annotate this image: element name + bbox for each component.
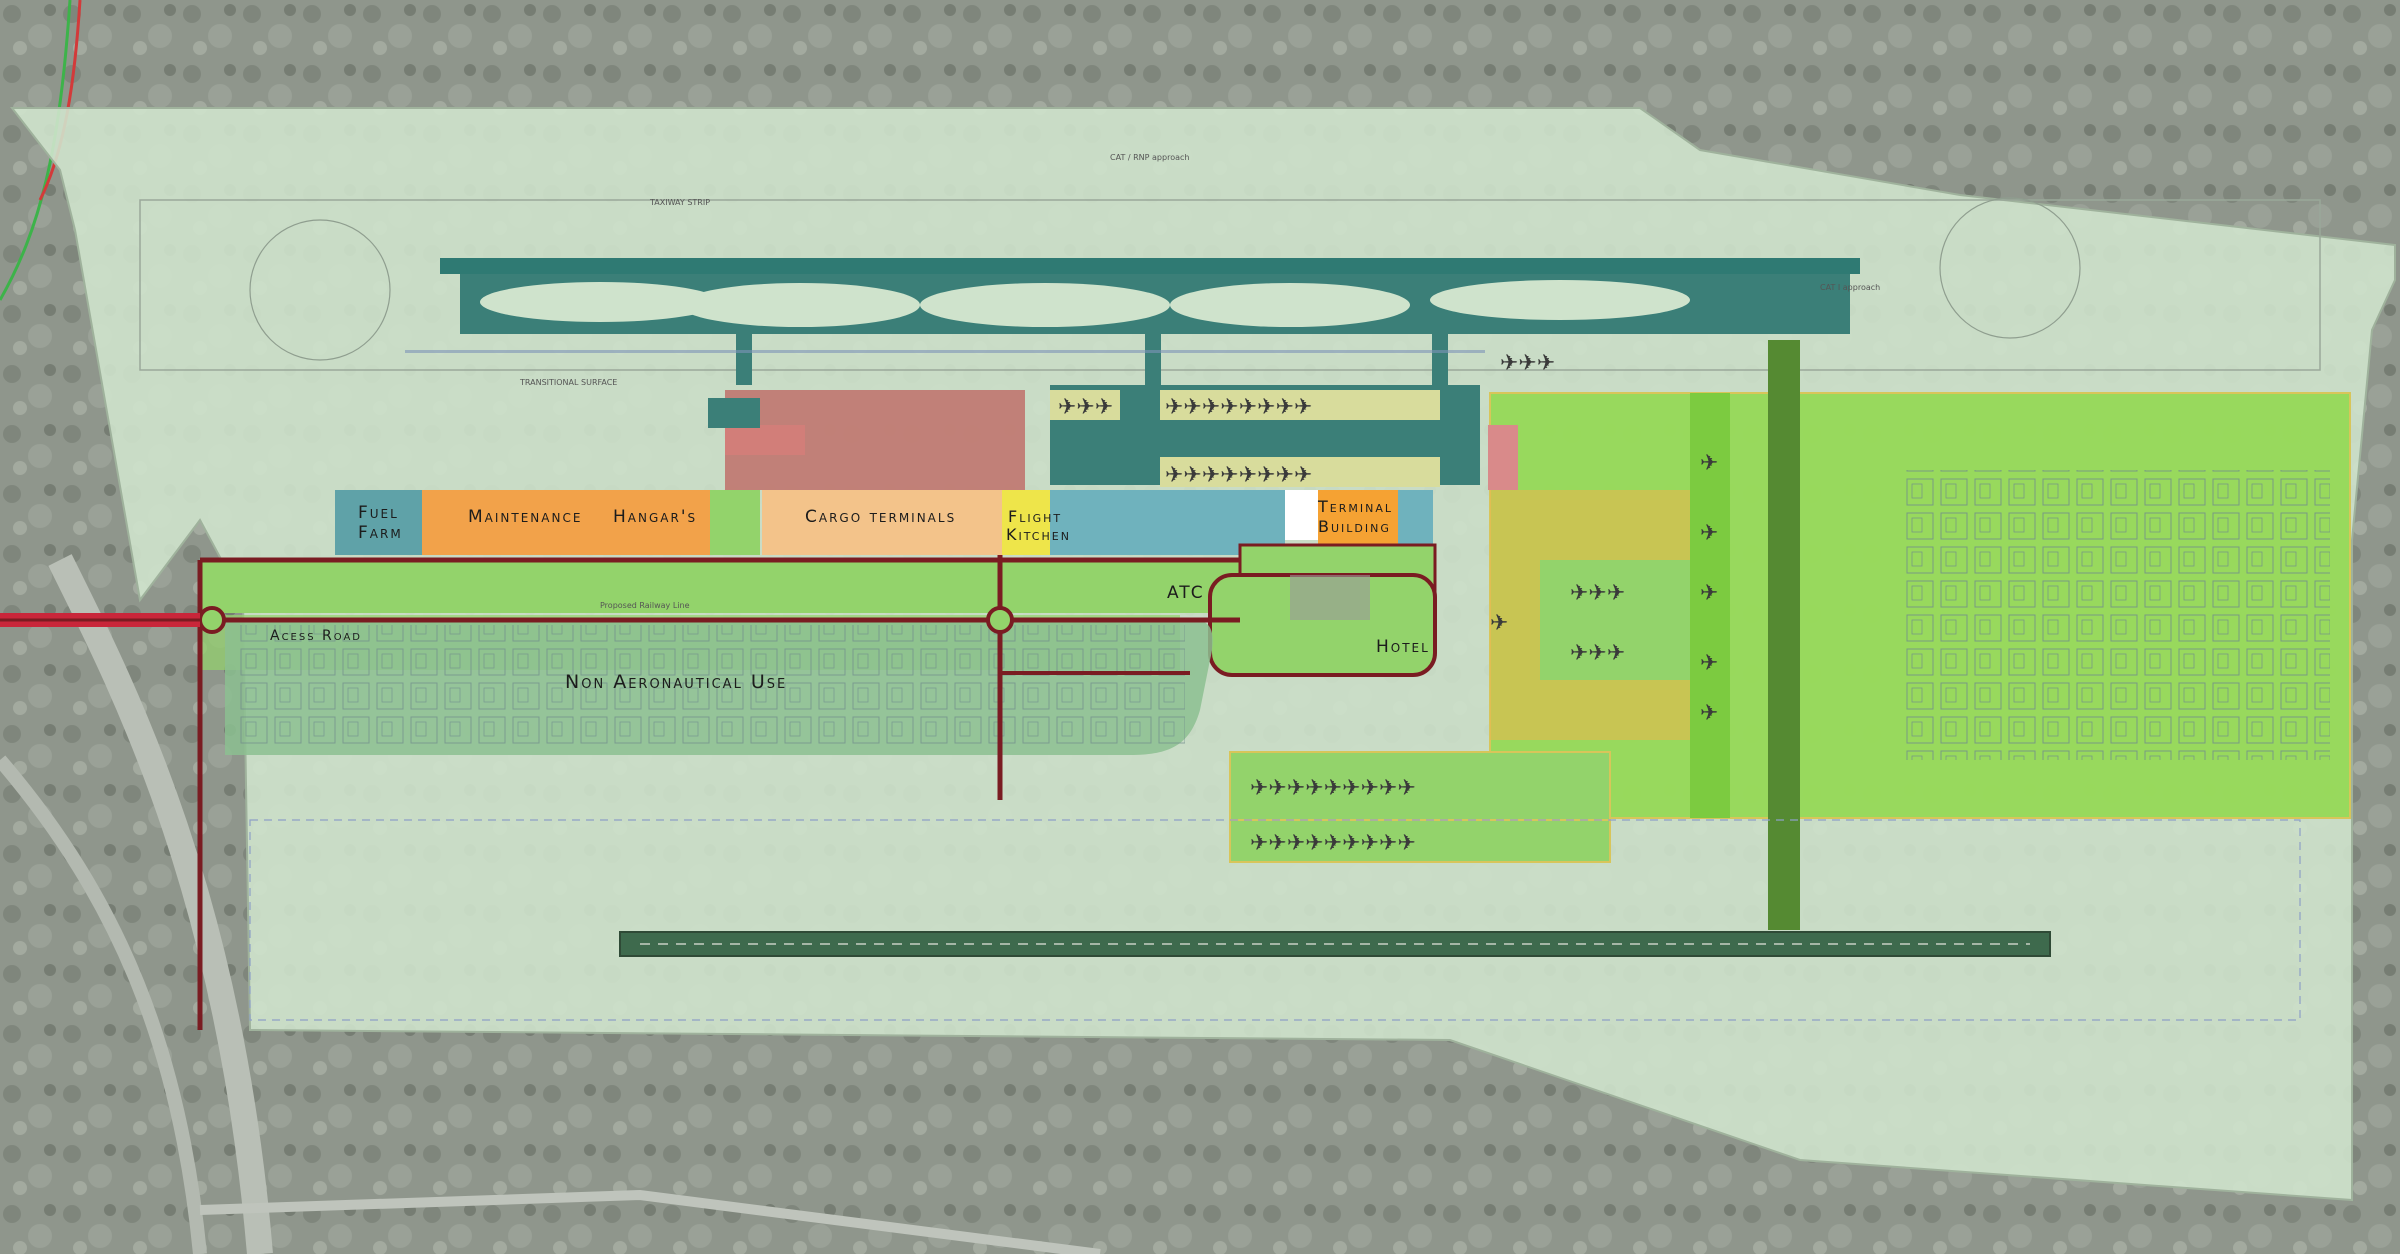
hangars-label: Hangar's <box>613 507 697 527</box>
flight-kitchen-zone <box>1002 490 1050 555</box>
svg-text:✈✈✈✈✈✈✈✈✈: ✈✈✈✈✈✈✈✈✈ <box>1250 776 1416 801</box>
svg-text:✈✈✈: ✈✈✈ <box>1570 581 1625 606</box>
terminal-label-1: Terminal <box>1317 497 1393 516</box>
taxi-island-1 <box>480 282 720 322</box>
hangars-zone <box>605 490 710 555</box>
west-apron-teal-square <box>708 398 760 428</box>
svg-text:✈✈✈: ✈✈✈ <box>1570 641 1625 666</box>
terminal-label-2: Building <box>1318 517 1391 536</box>
svg-text:CAT / RNP approach: CAT / RNP approach <box>1110 153 1189 162</box>
access-road-label: Acess Road <box>270 628 362 644</box>
apron-transitional-strip <box>405 350 1485 353</box>
landside-green-strip <box>200 558 1245 613</box>
taxi-island-3 <box>920 283 1170 327</box>
road-network <box>0 555 1240 1030</box>
west-apron-red-ext <box>725 425 805 455</box>
svg-text:Proposed Railway Line: Proposed Railway Line <box>600 601 690 610</box>
pier-stands-1 <box>1050 390 1120 420</box>
svg-text:✈: ✈ <box>1700 581 1718 606</box>
maintenance-label: Maintenance <box>468 507 582 527</box>
plan-annotations: TAXIWAY STRIP CAT / RNP approach TRANSIT… <box>519 153 1880 610</box>
taxi-island-2 <box>680 283 920 327</box>
non-aero-blocks <box>235 625 1185 750</box>
pier-stands-3 <box>1160 457 1440 487</box>
cross-taxiway-vertical <box>1768 340 1800 930</box>
taxiway-connector-3 <box>1432 330 1448 385</box>
turn-circle-west <box>249 219 391 361</box>
non-aeronautical-label: Non Aeronautical Use <box>565 671 787 693</box>
svg-text:TAXIWAY STRIP: TAXIWAY STRIP <box>649 198 710 207</box>
flight-kitchen-label-2: Kitchen <box>1006 525 1071 544</box>
maintenance-zone <box>422 490 605 555</box>
svg-text:✈✈✈✈✈✈✈✈: ✈✈✈✈✈✈✈✈ <box>1165 395 1312 420</box>
taxi-island-4 <box>1170 283 1410 327</box>
support-buildings-zone <box>1050 490 1170 555</box>
light-green-gap <box>710 490 760 555</box>
atc-label: ATC <box>1167 583 1205 603</box>
fuel-farm-label-2: Farm <box>358 523 403 543</box>
east-pier-band <box>1690 393 1730 818</box>
highway-green-line <box>0 0 72 301</box>
east-pier-zone-orange-2 <box>1540 560 1690 680</box>
fuel-farm-label-1: Fuel <box>358 503 399 523</box>
turn-circle-east <box>1939 197 2081 339</box>
north-runway <box>440 258 1860 274</box>
svg-text:CAT I approach: CAT I approach <box>1820 283 1880 292</box>
taxiway-connector-2 <box>1145 330 1161 385</box>
terminal-east-block <box>1398 490 1433 545</box>
terminal-white-block <box>1285 490 1320 540</box>
terminal-building-zone <box>1318 490 1398 545</box>
svg-text:✈: ✈ <box>1700 701 1718 726</box>
taxi-island-5 <box>1430 280 1690 320</box>
hotel-label: Hotel <box>1376 637 1430 657</box>
svg-text:✈: ✈ <box>1700 521 1718 546</box>
background-highway-2 <box>0 755 207 1254</box>
taxiway-connector-1 <box>736 330 752 385</box>
aircraft-stands: ✈✈✈ ✈✈✈✈✈✈✈✈ ✈✈✈✈✈✈✈✈ ✈✈✈ ✈ ✈ ✈ ✈ ✈ ✈✈✈ … <box>1058 351 1718 856</box>
runway-strip-north <box>139 199 2321 371</box>
south-remote-apron <box>1229 751 1611 863</box>
background-road-bottom <box>199 1189 1101 1254</box>
svg-text:✈: ✈ <box>1700 451 1718 476</box>
svg-text:✈✈✈: ✈✈✈ <box>1500 351 1555 376</box>
south-runway <box>619 931 2051 957</box>
svg-text:✈: ✈ <box>1490 611 1508 636</box>
terminal-apron-pink <box>1488 425 1518 490</box>
svg-text:✈: ✈ <box>1700 651 1718 676</box>
parking-structure <box>1290 575 1370 620</box>
svg-text:TRANSITIONAL SURFACE: TRANSITIONAL SURFACE <box>519 378 617 387</box>
svg-text:✈✈✈: ✈✈✈ <box>1058 395 1113 420</box>
flight-kitchen-label-1: Flight <box>1008 507 1062 526</box>
east-blocks <box>1900 470 2330 760</box>
svg-text:✈✈✈✈✈✈✈✈✈: ✈✈✈✈✈✈✈✈✈ <box>1250 831 1416 856</box>
pier-stands-2 <box>1160 390 1440 420</box>
south-taxiway-outline <box>249 819 2301 1021</box>
cargo-terminals-zone <box>762 490 1002 555</box>
svg-text:✈✈✈✈✈✈✈✈: ✈✈✈✈✈✈✈✈ <box>1165 463 1312 488</box>
fuel-farm-zone <box>335 490 422 555</box>
cargo-terminals-label: Cargo terminals <box>805 507 956 527</box>
